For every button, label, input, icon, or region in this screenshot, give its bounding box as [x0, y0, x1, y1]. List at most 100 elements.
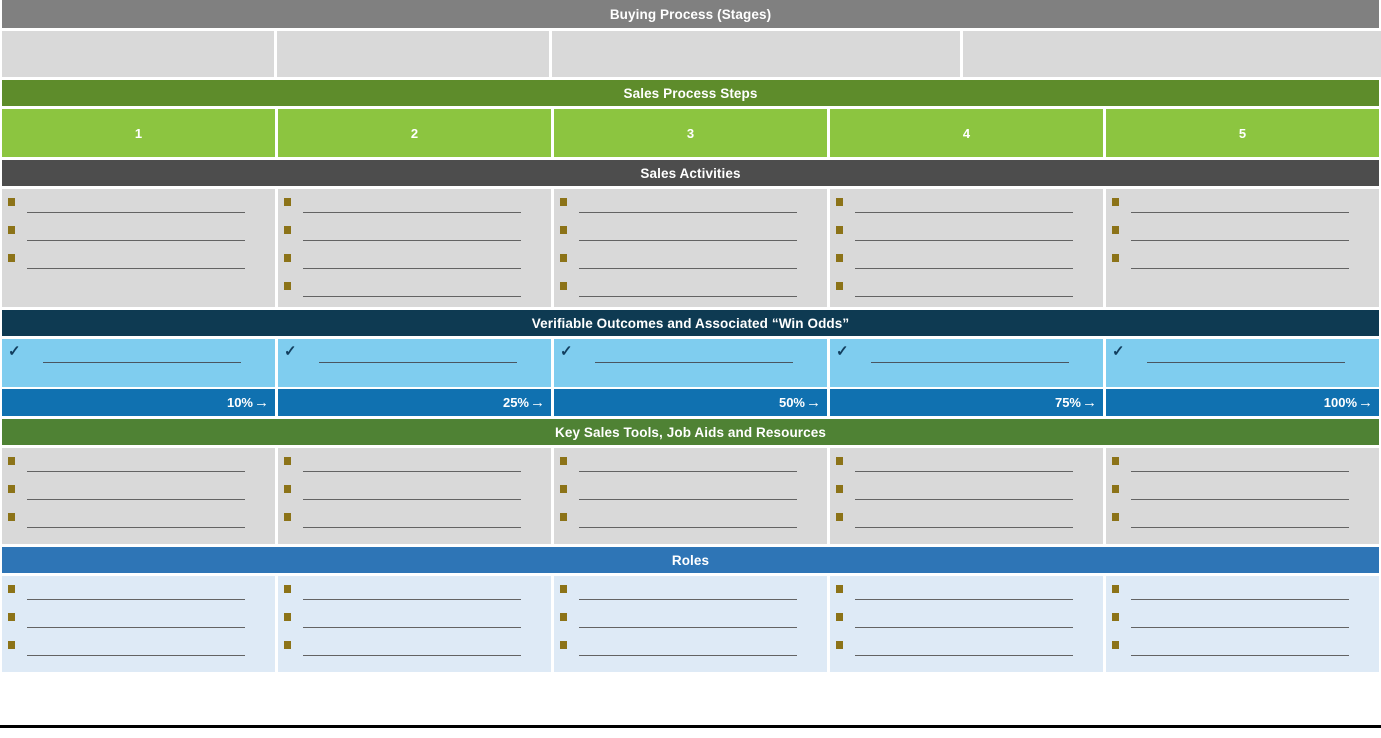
list-item[interactable] [836, 281, 1095, 303]
blank-write-in-line[interactable] [579, 512, 797, 528]
blank-write-in-line[interactable] [27, 640, 245, 656]
key-sales-tools-cell-3[interactable] [554, 448, 827, 544]
list-item[interactable] [560, 281, 819, 303]
outcome-cell-5[interactable]: ✓ [1106, 339, 1379, 387]
list-item[interactable] [1112, 584, 1371, 606]
list-item[interactable] [836, 512, 1095, 534]
sales-activities-cell-5[interactable] [1106, 189, 1379, 307]
roles-cell-5[interactable] [1106, 576, 1379, 672]
list-item[interactable] [836, 253, 1095, 275]
key-sales-tools-cell-1[interactable] [2, 448, 275, 544]
blank-write-in-line[interactable] [870, 345, 1069, 363]
blank-write-in-line[interactable] [303, 640, 521, 656]
step-cell-2[interactable]: 2 [278, 109, 551, 157]
list-item[interactable] [1112, 612, 1371, 634]
roles-cell-3[interactable] [554, 576, 827, 672]
blank-write-in-line[interactable] [594, 345, 793, 363]
blank-write-in-line[interactable] [579, 612, 797, 628]
list-item[interactable] [8, 197, 267, 219]
blank-write-in-line[interactable] [303, 456, 521, 472]
list-item[interactable] [284, 456, 543, 478]
list-item[interactable] [1112, 512, 1371, 534]
blank-write-in-line[interactable] [855, 225, 1073, 241]
list-item[interactable] [284, 484, 543, 506]
list-item[interactable] [8, 612, 267, 634]
blank-write-in-line[interactable] [579, 484, 797, 500]
list-item[interactable] [284, 225, 543, 247]
blank-write-in-line[interactable] [579, 253, 797, 269]
list-item[interactable] [284, 281, 543, 303]
blank-write-in-line[interactable] [303, 197, 521, 213]
blank-write-in-line[interactable] [1131, 512, 1349, 528]
list-item[interactable] [560, 225, 819, 247]
list-item[interactable] [284, 612, 543, 634]
blank-write-in-line[interactable] [1146, 345, 1345, 363]
key-sales-tools-cell-5[interactable] [1106, 448, 1379, 544]
blank-write-in-line[interactable] [579, 197, 797, 213]
blank-write-in-line[interactable] [855, 281, 1073, 297]
list-item[interactable] [8, 640, 267, 662]
list-item[interactable] [836, 197, 1095, 219]
blank-write-in-line[interactable] [1131, 612, 1349, 628]
blank-write-in-line[interactable] [1131, 484, 1349, 500]
list-item[interactable] [284, 640, 543, 662]
blank-write-in-line[interactable] [27, 512, 245, 528]
blank-write-in-line[interactable] [1131, 197, 1349, 213]
list-item[interactable] [8, 484, 267, 506]
blank-write-in-line[interactable] [855, 197, 1073, 213]
list-item[interactable] [8, 584, 267, 606]
sales-activities-cell-2[interactable] [278, 189, 551, 307]
blank-write-in-line[interactable] [27, 253, 245, 269]
win-odds-cell-5[interactable]: 100% → [1106, 389, 1379, 416]
blank-write-in-line[interactable] [855, 456, 1073, 472]
list-item[interactable] [836, 484, 1095, 506]
blank-write-in-line[interactable] [579, 456, 797, 472]
blank-write-in-line[interactable] [579, 584, 797, 600]
blank-write-in-line[interactable] [855, 512, 1073, 528]
blank-write-in-line[interactable] [579, 281, 797, 297]
outcome-cell-1[interactable]: ✓ [2, 339, 275, 387]
list-item[interactable] [1112, 253, 1371, 275]
list-item[interactable] [560, 640, 819, 662]
roles-cell-1[interactable] [2, 576, 275, 672]
sales-activities-cell-4[interactable] [830, 189, 1103, 307]
key-sales-tools-cell-4[interactable] [830, 448, 1103, 544]
win-odds-cell-4[interactable]: 75% → [830, 389, 1103, 416]
list-item[interactable] [8, 225, 267, 247]
blank-write-in-line[interactable] [855, 484, 1073, 500]
sales-activities-cell-3[interactable] [554, 189, 827, 307]
blank-write-in-line[interactable] [303, 225, 521, 241]
blank-write-in-line[interactable] [1131, 456, 1349, 472]
list-item[interactable] [1112, 225, 1371, 247]
blank-write-in-line[interactable] [27, 197, 245, 213]
step-cell-3[interactable]: 3 [554, 109, 827, 157]
list-item[interactable] [284, 584, 543, 606]
blank-write-in-line[interactable] [1131, 253, 1349, 269]
outcome-cell-4[interactable]: ✓ [830, 339, 1103, 387]
blank-write-in-line[interactable] [1131, 225, 1349, 241]
list-item[interactable] [560, 456, 819, 478]
blank-write-in-line[interactable] [303, 612, 521, 628]
outcome-cell-2[interactable]: ✓ [278, 339, 551, 387]
list-item[interactable] [560, 584, 819, 606]
list-item[interactable] [560, 612, 819, 634]
blank-write-in-line[interactable] [303, 281, 521, 297]
blank-write-in-line[interactable] [303, 512, 521, 528]
list-item[interactable] [284, 197, 543, 219]
blank-write-in-line[interactable] [27, 484, 245, 500]
blank-write-in-line[interactable] [27, 456, 245, 472]
list-item[interactable] [1112, 484, 1371, 506]
blank-write-in-line[interactable] [303, 584, 521, 600]
list-item[interactable] [1112, 640, 1371, 662]
list-item[interactable] [560, 253, 819, 275]
blank-write-in-line[interactable] [303, 484, 521, 500]
list-item[interactable] [8, 253, 267, 275]
list-item[interactable] [8, 512, 267, 534]
win-odds-cell-1[interactable]: 10% → [2, 389, 275, 416]
buying-process-cell-2[interactable] [277, 31, 549, 77]
blank-write-in-line[interactable] [42, 345, 241, 363]
list-item[interactable] [8, 456, 267, 478]
buying-process-cell-1[interactable] [2, 31, 274, 77]
list-item[interactable] [284, 512, 543, 534]
win-odds-cell-3[interactable]: 50% → [554, 389, 827, 416]
